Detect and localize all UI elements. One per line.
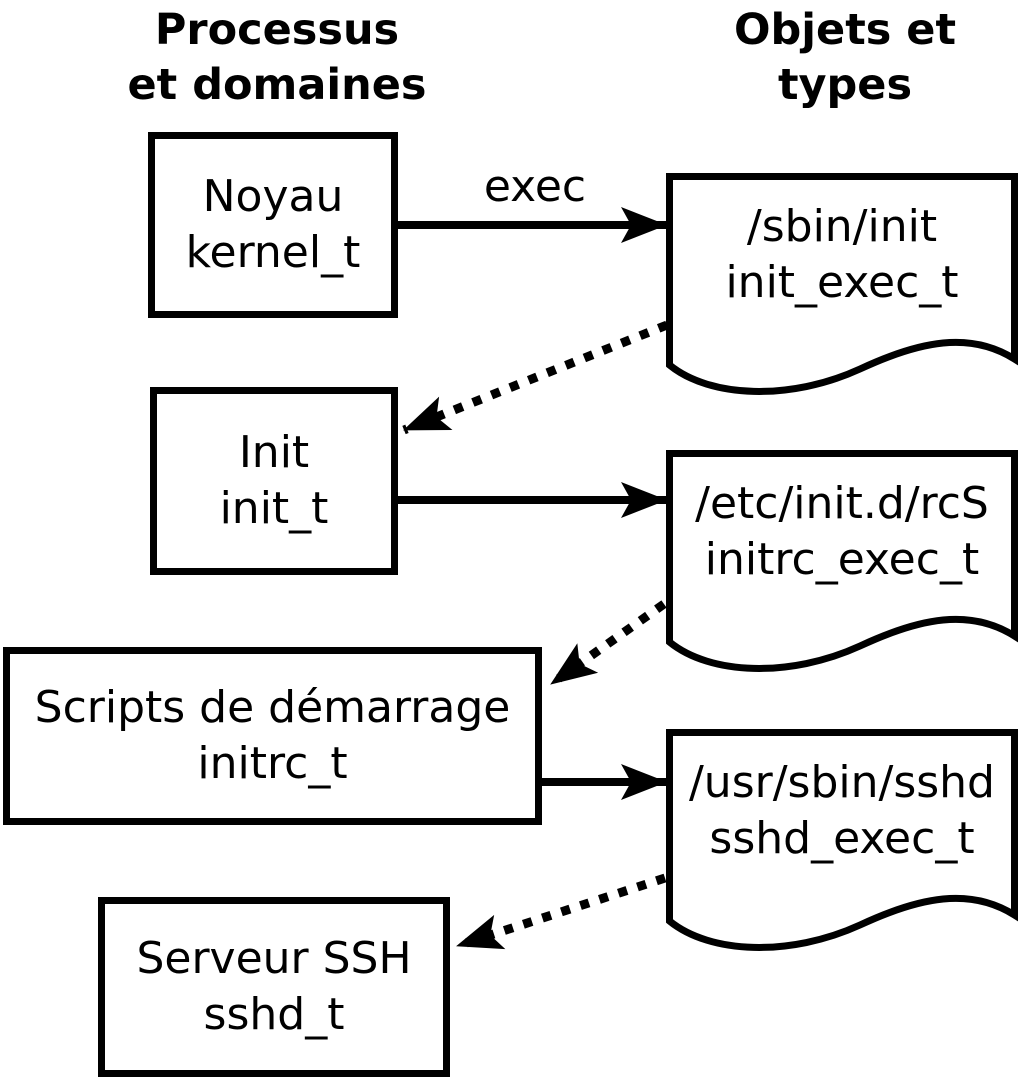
transition-arrow-rcS-to-initrc <box>548 600 667 688</box>
process-box-kernel: Noyau kernel_t <box>148 132 398 318</box>
process-name: Noyau <box>202 171 344 222</box>
process-domain: init_t <box>219 483 329 534</box>
column-header-processes: Processus et domaines <box>77 3 477 113</box>
object-type: sshd_exec_t <box>709 813 975 864</box>
column-header-processes-line2: et domaines <box>127 60 427 110</box>
process-box-sshd: Serveur SSH sshd_t <box>98 897 450 1077</box>
column-header-objects-line1: Objets et <box>733 5 957 55</box>
process-domain: sshd_t <box>203 989 345 1040</box>
exec-edge-label: exec <box>483 161 587 212</box>
transition-arrow-sshdexec-to-sshd <box>455 873 667 951</box>
process-name: Init <box>238 427 310 478</box>
document-label-sbininit: /sbin/init init_exec_t <box>666 173 1018 311</box>
column-header-objects-line2: types <box>777 60 913 110</box>
column-header-objects: Objets et types <box>645 3 1024 113</box>
object-path: /usr/sbin/sshd <box>688 757 995 808</box>
document-shape-sbininit <box>666 173 1018 395</box>
transition-arrow-sbininit-to-init <box>402 320 669 435</box>
document-label-rcS: /etc/init.d/rcS initrc_exec_t <box>666 450 1018 588</box>
process-name: Scripts de démarrage <box>34 682 511 733</box>
process-box-init: Init init_t <box>150 387 398 575</box>
object-type: initrc_exec_t <box>704 534 980 585</box>
document-label-sshdexec: /usr/sbin/sshd sshd_exec_t <box>666 729 1018 867</box>
process-domain: initrc_t <box>197 738 348 789</box>
object-path: /etc/init.d/rcS <box>695 478 989 529</box>
process-box-initrc: Scripts de démarrage initrc_t <box>3 647 542 825</box>
document-shape-sshdexec <box>666 729 1018 951</box>
process-name: Serveur SSH <box>136 933 412 984</box>
object-path: /sbin/init <box>746 201 938 252</box>
column-header-processes-line1: Processus <box>154 5 400 55</box>
process-domain: kernel_t <box>185 227 361 278</box>
object-type: init_exec_t <box>725 257 959 308</box>
document-shape-rcS <box>666 450 1018 672</box>
